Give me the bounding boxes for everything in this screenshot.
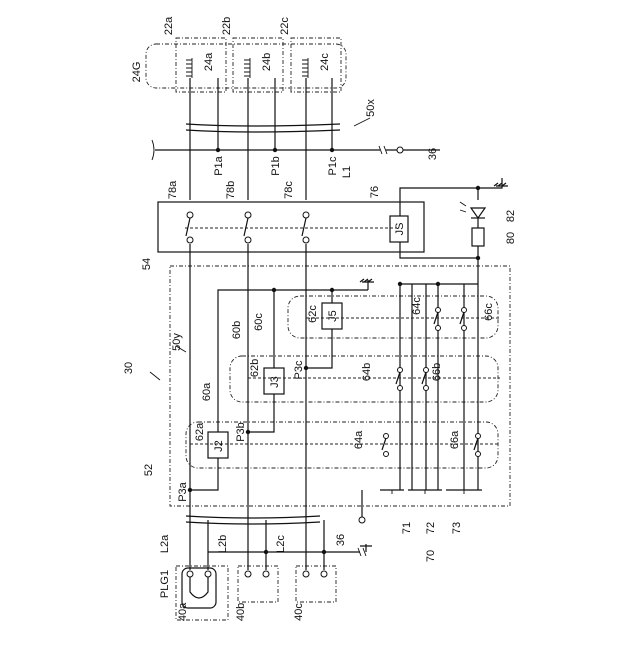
label-82: 82 (505, 210, 517, 222)
box-52 (170, 266, 510, 506)
label-76: 76 (369, 186, 381, 198)
label-60a: 60a (201, 382, 213, 401)
label-30: 30 (123, 362, 135, 374)
label-j5: J5 (327, 310, 339, 322)
label-24a: 24a (203, 52, 215, 71)
label-l2a: L2a (159, 534, 171, 553)
label-64b: 64b (361, 363, 373, 381)
label-66b: 66b (431, 363, 443, 381)
coil-24b (244, 58, 250, 78)
label-24c: 24c (319, 53, 331, 71)
main-lines (152, 78, 440, 200)
label-j3: J3 (269, 376, 281, 388)
label-78a: 78a (167, 180, 179, 199)
label-62a: 62a (194, 422, 206, 441)
plug-40b (238, 566, 278, 602)
label-22a: 22a (163, 16, 175, 35)
label-24b: 24b (261, 53, 273, 71)
label-p1c: P1c (327, 156, 339, 175)
label-72: 72 (425, 522, 437, 534)
label-78b: 78b (225, 181, 237, 199)
contact-64b (396, 368, 403, 391)
label-p1a: P1a (213, 155, 225, 175)
switch-78b (244, 212, 251, 243)
label-40b: 40b (235, 603, 247, 621)
label-40c: 40c (293, 603, 305, 621)
label-36-top: 36 (427, 148, 439, 160)
brace-70 (380, 490, 482, 494)
arrow-50x (354, 118, 370, 126)
label-60b: 60b (231, 321, 243, 339)
coil-24c (302, 58, 308, 78)
label-l2c: L2c (275, 535, 287, 553)
led-82 (460, 202, 485, 218)
label-22b: 22b (221, 17, 233, 35)
arrow-30 (150, 372, 160, 380)
label-p3c: P3c (293, 360, 305, 379)
label-p3b: P3b (235, 422, 247, 442)
label-62c: 62c (307, 305, 319, 323)
label-70: 70 (425, 550, 437, 562)
label-24g: 24G (131, 62, 143, 83)
resistor-80 (472, 228, 484, 246)
contact-66a (474, 434, 481, 457)
label-73: 73 (451, 522, 463, 534)
through-lines (190, 244, 306, 520)
contact-64a (382, 434, 389, 457)
label-52: 52 (143, 464, 155, 476)
box-54 (158, 202, 424, 252)
label-50y: 50y (171, 333, 183, 351)
group-24g (146, 38, 346, 92)
relay-j5 (304, 290, 342, 370)
label-80: 80 (505, 232, 517, 244)
label-plg1: PLG1 (159, 570, 171, 598)
label-64a: 64a (353, 430, 365, 449)
label-66a: 66a (449, 430, 461, 449)
label-62b: 62b (249, 359, 261, 377)
label-64c: 64c (411, 297, 423, 315)
label-p3a: P3a (177, 481, 189, 501)
label-66c: 66c (483, 303, 495, 321)
label-60c: 60c (253, 313, 265, 331)
switch-78a (186, 212, 193, 243)
label-40a: 40a (177, 602, 189, 621)
js-circuit (400, 178, 508, 284)
contact-66c (460, 308, 467, 331)
relay-j2 (188, 290, 368, 492)
label-54: 54 (141, 258, 153, 270)
label-j2: J2 (213, 440, 225, 452)
label-js: JS (394, 223, 406, 236)
bottom-cable (186, 490, 372, 570)
switch-78c (302, 212, 309, 243)
label-36-bot: 36 (335, 534, 347, 546)
label-p1b: P1b (270, 156, 282, 176)
plug-40c (296, 566, 336, 602)
coil-24a (186, 58, 192, 78)
subbox-60c (288, 296, 498, 338)
contact-64c (434, 308, 441, 331)
contact-66b (422, 368, 429, 391)
label-l2b: L2b (217, 535, 229, 553)
label-50x: 50x (365, 99, 377, 117)
label-22c: 22c (279, 17, 291, 35)
label-78c: 78c (283, 181, 295, 199)
label-l1: L1 (341, 166, 353, 178)
label-71: 71 (401, 522, 413, 534)
